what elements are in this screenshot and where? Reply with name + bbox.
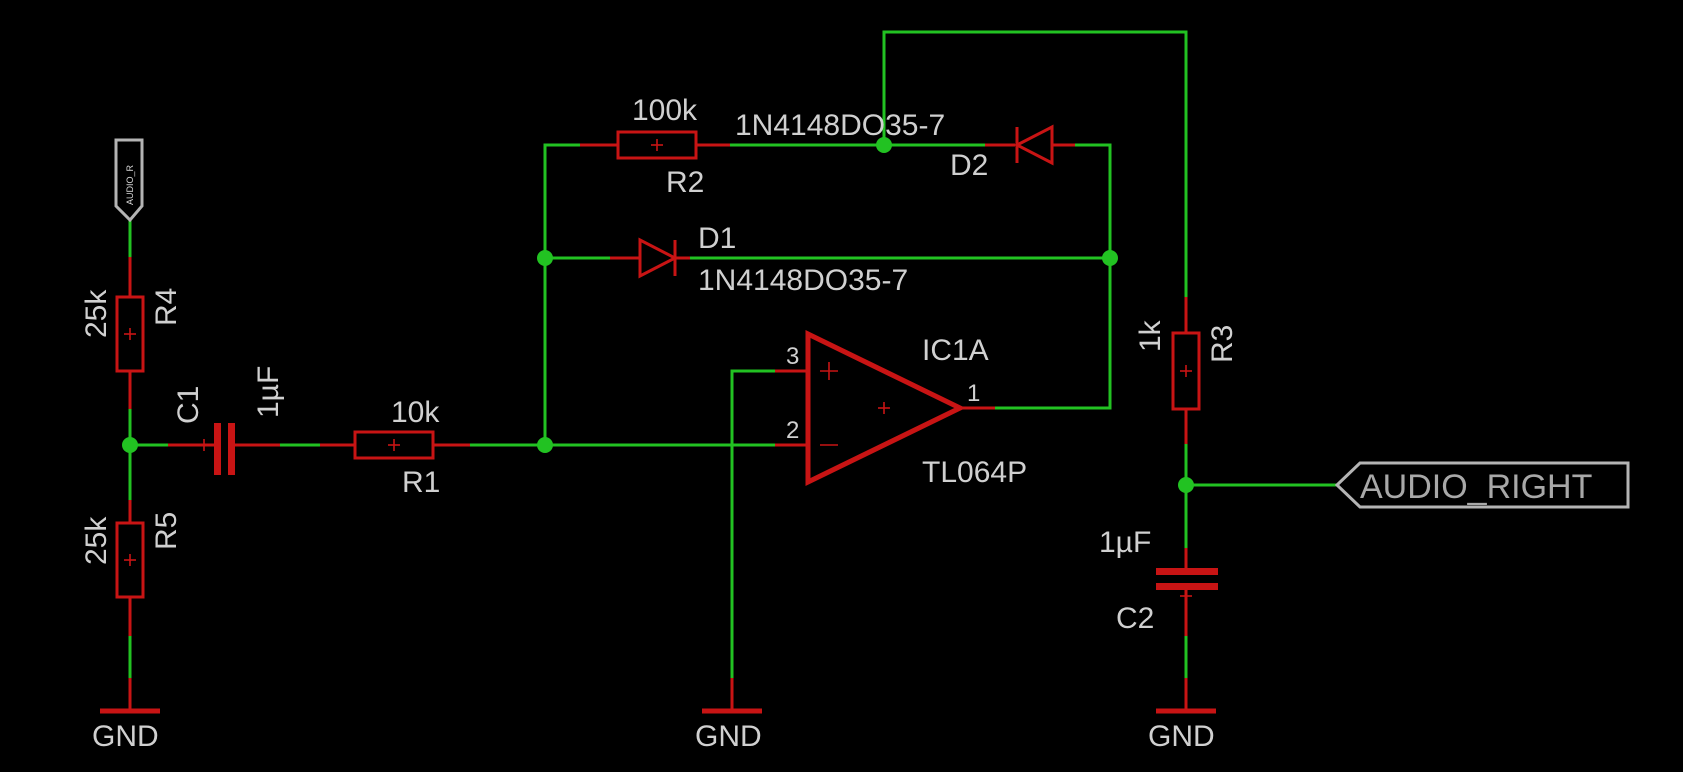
opamp-pin-3-label: 3	[786, 343, 799, 370]
opamp-ref: IC1A	[922, 334, 989, 367]
port-shape-input	[114, 138, 144, 223]
junction-divider	[122, 437, 138, 453]
opamp-value: TL064P	[922, 456, 1027, 489]
junction-d1-left	[537, 250, 553, 266]
junction-output	[1178, 477, 1194, 493]
d1-triangle	[638, 237, 679, 279]
d2-ref: D2	[950, 149, 988, 182]
output-port-audio-right[interactable]: AUDIO_RIGHT	[1334, 461, 1630, 509]
resistor-r1[interactable]: 10k R1	[320, 396, 470, 499]
c1-plate-right	[228, 423, 235, 475]
c2-plate-bottom	[1156, 583, 1218, 590]
capacitor-c2[interactable]: 1µF C2	[1099, 526, 1218, 636]
c2-plate-top	[1156, 568, 1218, 575]
opamp-ic1a[interactable]: 3 2 1 IC1A TL064P	[775, 330, 1027, 489]
input-port-audio-r[interactable]: AUDIO_R	[114, 138, 144, 223]
resistor-r4[interactable]: 25k R4	[80, 257, 183, 409]
c1-plate-left	[214, 423, 221, 475]
ground-middle-label: GND	[695, 720, 762, 753]
junction-d1-right	[1102, 250, 1118, 266]
input-port-label: AUDIO_R	[125, 164, 135, 205]
opamp-triangle	[805, 330, 966, 486]
capacitor-c1[interactable]: C1 1µF	[168, 366, 285, 475]
port-shape-output	[1334, 461, 1630, 509]
r1-value: 10k	[391, 396, 440, 429]
c2-ref: C2	[1116, 602, 1154, 635]
r3-value: 1k	[1134, 319, 1167, 352]
c1-ref: C1	[172, 386, 205, 424]
junction-inverting	[537, 437, 553, 453]
ground-left-label: GND	[92, 720, 159, 753]
junction-top	[876, 137, 892, 153]
junctions	[122, 137, 1194, 493]
c1-value: 1µF	[252, 366, 285, 418]
resistor-r2[interactable]: 100k R2	[580, 94, 730, 199]
opamp-pin-1-label: 1	[967, 380, 980, 407]
r4-value: 25k	[80, 289, 113, 338]
r5-ref: R5	[150, 512, 183, 550]
r5-value: 25k	[80, 516, 113, 565]
diode-d2[interactable]: 1N4148DO35-7 D2	[735, 109, 1075, 182]
ground-right-label: GND	[1148, 720, 1215, 753]
d1-ref: D1	[698, 222, 736, 255]
r1-ref: R1	[402, 466, 440, 499]
c2-value: 1µF	[1099, 526, 1151, 559]
d2-value: 1N4148DO35-7	[735, 109, 945, 142]
diode-d1[interactable]: D1 1N4148DO35-7	[610, 222, 908, 297]
ground-right[interactable]: GND	[1148, 678, 1216, 753]
resistor-r5[interactable]: 25k R5	[80, 500, 183, 636]
r4-ref: R4	[150, 288, 183, 326]
opamp-pin-2-label: 2	[786, 417, 799, 444]
r2-value: 100k	[632, 94, 698, 127]
ground-middle[interactable]: GND	[695, 678, 762, 753]
wires	[128, 30, 1339, 680]
resistor-r3[interactable]: 1k R3	[1134, 297, 1239, 444]
output-port-label: AUDIO_RIGHT	[1360, 468, 1592, 506]
r3-ref: R3	[1206, 325, 1239, 363]
ground-left[interactable]: GND	[92, 678, 160, 753]
d2-triangle	[1013, 124, 1054, 166]
d1-value: 1N4148DO35-7	[698, 264, 908, 297]
r2-ref: R2	[666, 166, 704, 199]
